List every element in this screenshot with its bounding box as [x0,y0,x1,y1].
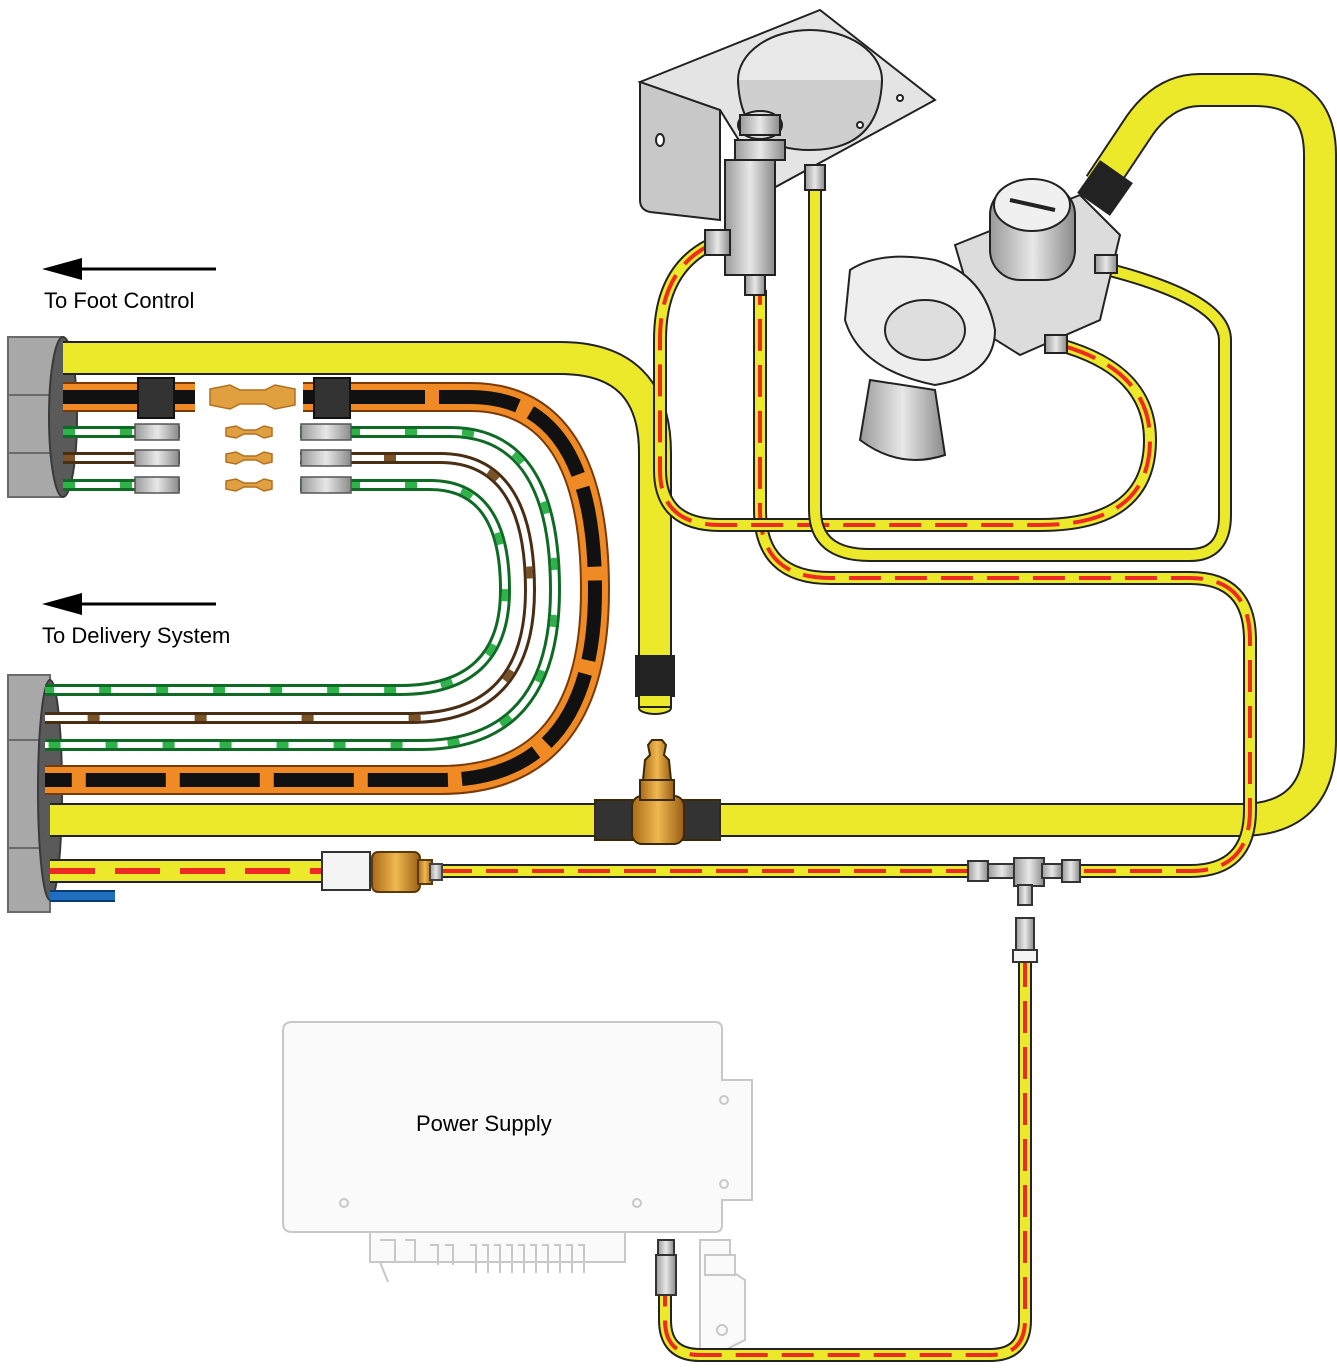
label-power-supply: Power Supply [416,1111,552,1136]
hose-end-sleeve [635,655,675,697]
white-sleeve [321,851,371,891]
thin-tubes [45,426,562,751]
barb-connector-large [209,384,296,410]
brass-tee-main [594,739,721,845]
power-supply-box [282,1021,753,1351]
arrow-delivery-system [42,593,216,615]
power-supply-fitting [655,1239,677,1296]
regulator-assembly [843,178,1122,461]
label-delivery-system: To Delivery System [42,623,231,648]
red-stripe-tubes [50,238,1257,1362]
valve-assembly [637,8,937,296]
metal-tee-right [967,857,1081,963]
thin-tube-fittings [134,423,352,494]
label-foot-control: To Foot Control [44,288,195,313]
conduit-lower [7,674,63,913]
arrow-foot-control [42,258,216,280]
brass-inline-fitting [371,851,443,893]
